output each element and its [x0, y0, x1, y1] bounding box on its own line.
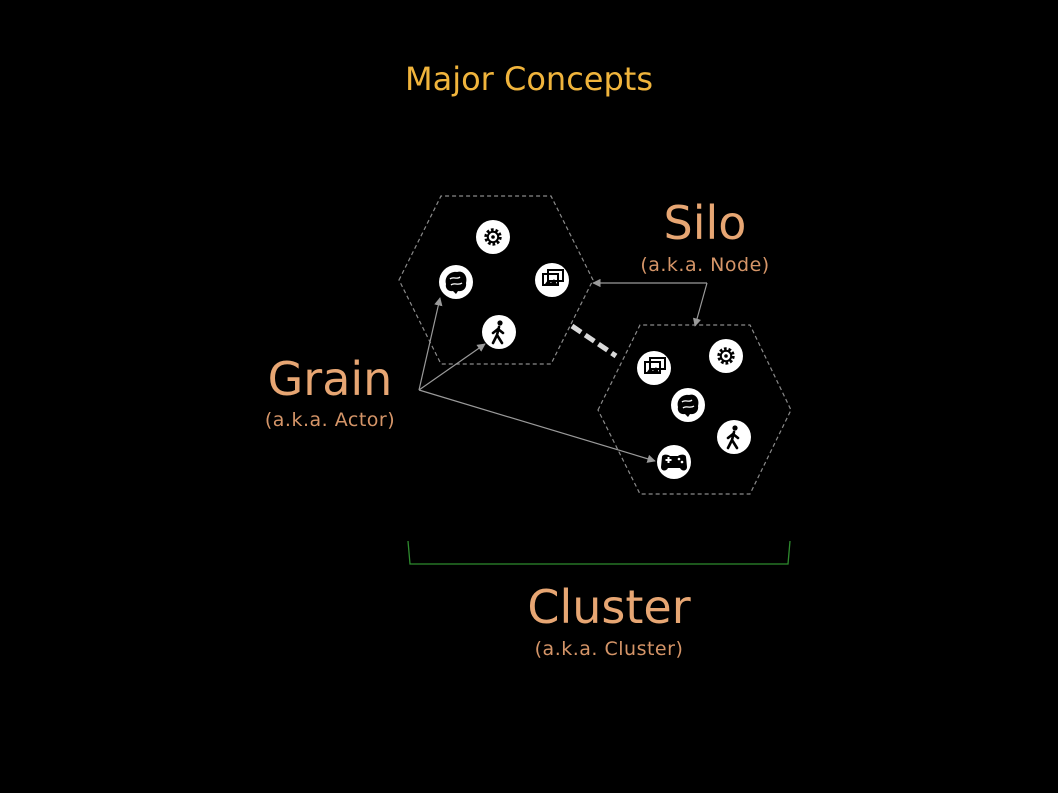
cluster-bracket — [407, 540, 791, 565]
silo-pointer-arrow-2 — [692, 282, 708, 327]
brain-icon — [438, 264, 474, 300]
gear-icon — [474, 218, 512, 256]
grain-pointer-arrow-2 — [418, 343, 486, 391]
photos-icon — [534, 262, 570, 298]
grain-alias-label: (a.k.a. Actor) — [264, 409, 396, 431]
cluster-alias-label: (a.k.a. Cluster) — [534, 638, 684, 660]
grain-pointer-arrow-3 — [418, 389, 656, 463]
silo-link-dash — [570, 323, 618, 359]
gamepad-icon — [657, 445, 691, 479]
gear-icon — [707, 337, 745, 375]
silo-hexagon-2 — [597, 324, 792, 495]
brain-icon — [670, 387, 706, 423]
grain-pointer-arrow-1 — [418, 297, 443, 391]
slide-title: Major Concepts — [404, 60, 654, 98]
grain-label: Grain — [267, 352, 393, 406]
silo-alias-label: (a.k.a. Node) — [640, 254, 770, 276]
walking-icon — [480, 313, 518, 351]
walking-icon — [715, 418, 753, 456]
silo-label: Silo — [663, 196, 747, 250]
cluster-label: Cluster — [527, 580, 691, 634]
photos-icon — [636, 350, 672, 386]
